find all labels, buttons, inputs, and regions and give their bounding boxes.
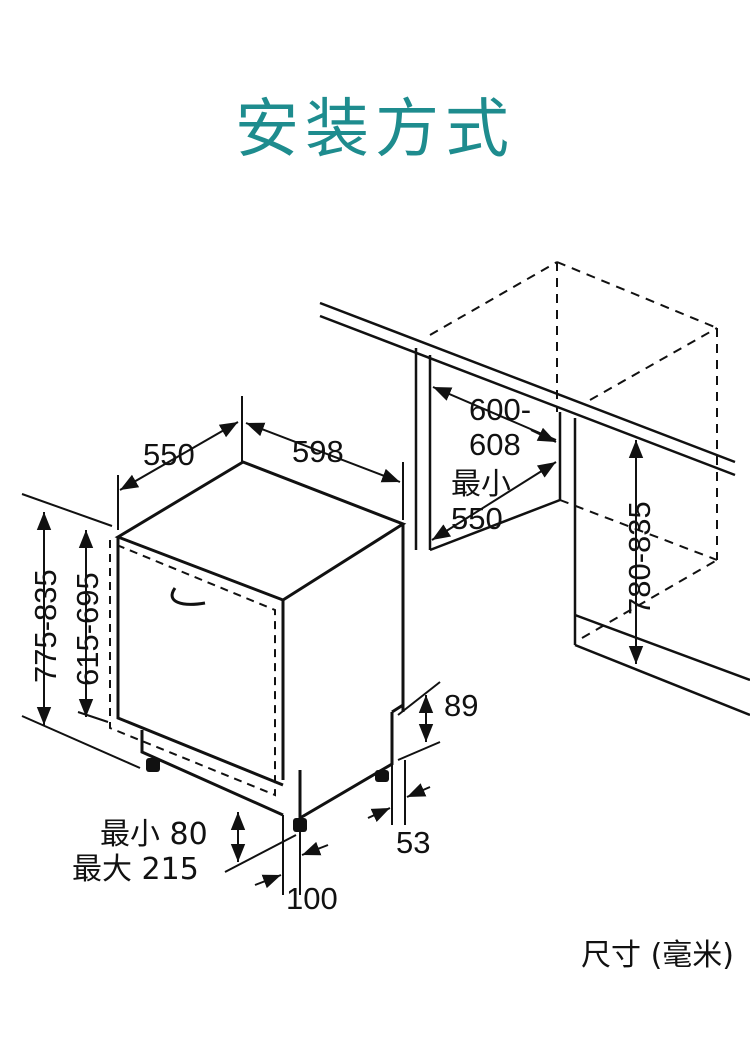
door-panel-dashed [109, 540, 276, 797]
label-foot-offset: 100 [286, 881, 338, 916]
label-niche-depth-value: 550 [451, 501, 503, 536]
label-width: 598 [292, 434, 344, 469]
diagram-title: 安装方式 [235, 93, 515, 167]
dishwasher-body [114, 460, 407, 821]
label-gap-min: 最小 80 [100, 817, 208, 852]
label-inner-height-range: 615-695 [70, 572, 105, 686]
feet [146, 758, 389, 832]
niche-outline [319, 301, 750, 717]
dimension-lines [21, 386, 644, 895]
label-niche-width-top: 600- [469, 392, 531, 427]
unit-note: 尺寸 (毫米) [581, 938, 734, 973]
label-niche-height-range: 780-835 [622, 501, 657, 615]
label-niche-depth-min: 最小 [451, 467, 511, 502]
label-kick-height: 89 [444, 688, 478, 723]
label-niche-width-bottom: 608 [469, 427, 521, 462]
label-gap-max: 最大 215 [72, 852, 199, 887]
label-depth: 550 [143, 437, 195, 472]
door-handle [170, 587, 206, 606]
label-plinth-offset: 53 [396, 825, 430, 860]
label-height-range: 775-835 [28, 569, 63, 683]
